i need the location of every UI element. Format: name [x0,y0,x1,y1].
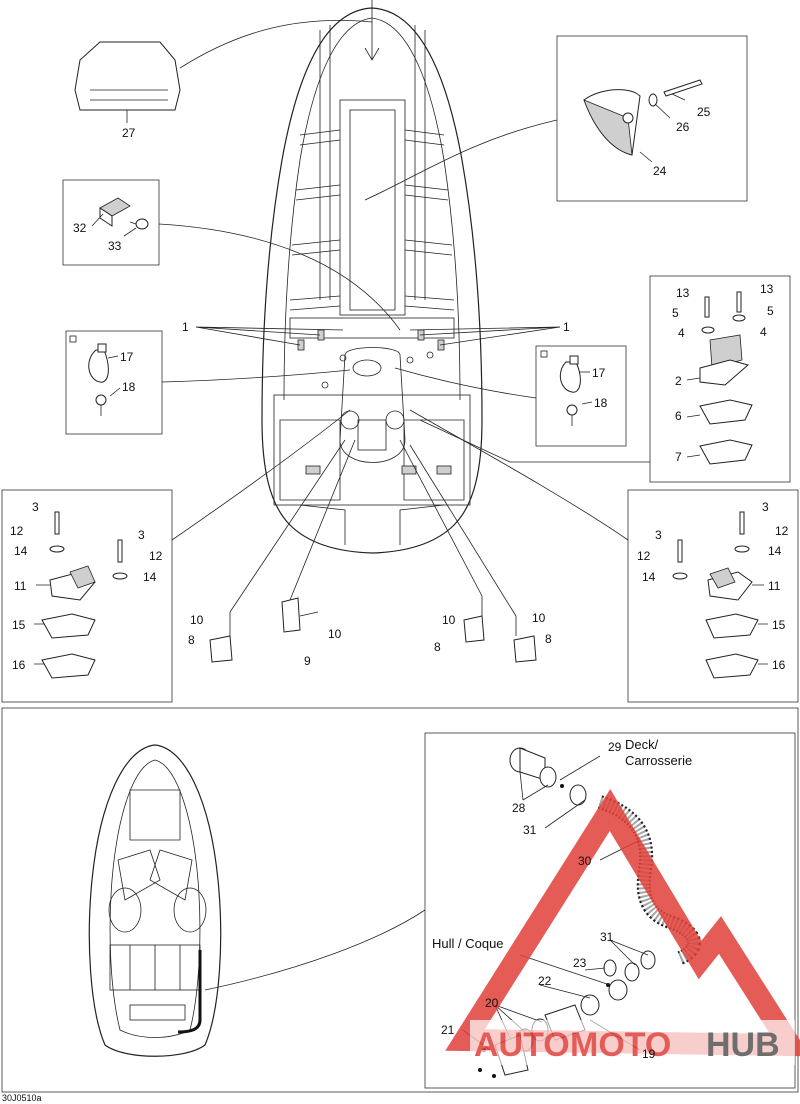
label-16-right: 16 [772,658,786,672]
label-8-c: 8 [434,640,441,654]
label-1-left: 1 [182,320,189,334]
box-parts-32-33 [62,179,401,331]
boat-overview [88,744,426,1057]
box-parts-17-18-right [394,345,627,447]
mount-markers [297,329,452,475]
label-12-l1: 12 [10,524,24,538]
label-12-r1: 12 [775,524,789,538]
label-11-right: 11 [768,579,781,593]
label-5-a: 5 [672,306,679,320]
label-7: 7 [675,450,682,464]
label-15-right: 15 [772,618,786,632]
label-2: 2 [675,374,682,388]
deck-top-view [261,0,483,554]
label-10-b: 10 [328,627,342,641]
caption-deck-1: Deck/ [625,737,659,752]
label-18-left: 18 [122,380,136,394]
label-10-d: 10 [532,611,546,625]
label-8-d: 8 [545,632,552,646]
label-30: 30 [578,854,592,868]
watermark-part3: HUB [706,1026,780,1064]
caption-deck-2: Carrosserie [625,753,692,768]
label-17-left: 17 [120,350,134,364]
callout-labels: 27 32 33 25 26 24 1 1 17 18 17 18 13 13 … [2,105,789,1103]
label-3-r1: 3 [762,500,769,514]
label-5-b: 5 [767,304,774,318]
label-16-left: 16 [12,658,26,672]
box-parts-17-18-left [65,330,351,435]
caption-hull: Hull / Coque [432,936,504,951]
label-20: 20 [485,996,499,1010]
label-13-a: 13 [676,286,690,300]
label-3-r2: 3 [655,528,662,542]
label-21: 21 [441,1023,455,1037]
label-14-r2: 14 [642,570,656,584]
label-3-l1: 3 [32,500,39,514]
part-27-cover [74,19,373,123]
label-14-r1: 14 [768,544,782,558]
label-8-a: 8 [188,633,195,647]
label-31-top: 31 [523,823,537,837]
box-parts-2-7-13 [419,275,791,483]
label-22: 22 [538,974,552,988]
box-parts-right-3-11-16 [409,409,799,703]
label-32: 32 [73,221,87,235]
label-19: 19 [642,1047,656,1061]
watermark-logo: AUTO MOTO HUB [445,789,800,1065]
label-11-left: 11 [14,579,27,593]
figure-code: 30J0510a [2,1093,42,1103]
label-24: 24 [653,164,667,178]
label-6: 6 [675,409,682,423]
label-33: 33 [108,239,122,253]
watermark-part1: AUTO [474,1026,570,1064]
label-25: 25 [697,105,711,119]
label-14-l2: 14 [143,570,157,584]
label-10-c: 10 [442,613,456,627]
label-14-l1: 14 [14,544,28,558]
box-parts-24-26 [364,35,748,202]
label-1-right: 1 [563,320,570,334]
label-26: 26 [676,120,690,134]
label-18-right: 18 [594,396,608,410]
label-31-bottom: 31 [600,930,614,944]
label-12-l2: 12 [149,549,163,563]
label-27: 27 [122,126,136,140]
watermark-part2: MOTO [570,1026,671,1064]
label-10-a: 10 [190,613,204,627]
label-13-b: 13 [760,282,774,296]
label-12-r2: 12 [637,549,651,563]
brackets-8-9-10 [209,439,537,663]
box-parts-left-3-11-16 [1,409,351,703]
label-15-left: 15 [12,618,26,632]
label-17-right: 17 [592,366,606,380]
label-9: 9 [304,654,311,668]
label-3-l2: 3 [138,528,145,542]
leader-lines-1 [195,326,561,346]
label-4-a: 4 [678,326,685,340]
label-28: 28 [512,801,526,815]
label-23: 23 [573,956,587,970]
label-4-b: 4 [760,325,767,339]
label-29: 29 [608,740,622,754]
